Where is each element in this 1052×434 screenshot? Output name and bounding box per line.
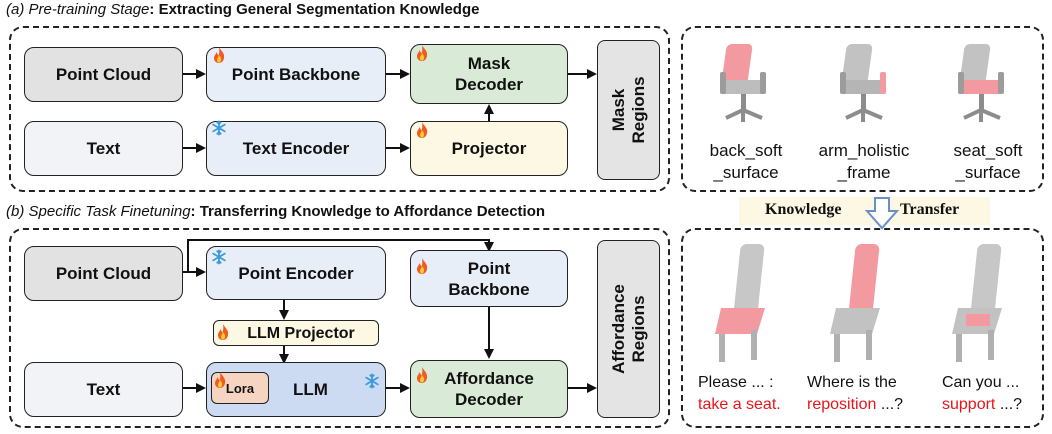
stage-b-title: Transferring Knowledge to Affordance Det… <box>199 203 546 220</box>
snowflake-icon <box>211 248 227 266</box>
stage-b-llm-projector-box: LLM Projector <box>213 320 379 346</box>
stage-a-heading: (a) Pre-training Stage: Extracting Gener… <box>6 1 479 18</box>
stage-a-point-cloud-box: Point Cloud <box>24 47 183 102</box>
stage-b-label: (b) Specific Task Finetuning <box>6 203 191 220</box>
stage-a-text-encoder-box: Text Encoder <box>206 121 386 176</box>
stage-a-text-box: Text <box>24 121 183 176</box>
chair-a-caption-2: arm_holistic_frame <box>818 141 910 182</box>
chairs-b-illustration <box>715 244 1002 362</box>
chair-b-prompt-3: Can you ...support ...? <box>942 374 1023 413</box>
chair-a-caption-3: seat_soft_surface <box>953 141 1023 182</box>
flame-icon <box>414 366 430 384</box>
stage-b-text-box: Text <box>24 362 183 417</box>
transfer-right-label: Transfer <box>900 201 960 218</box>
stage-b-heading: (b) Specific Task Finetuning: Transferri… <box>6 203 545 220</box>
stage-a-sep: : <box>149 1 155 18</box>
chair-b-prompt-1: Please ... :take a seat. <box>698 374 781 413</box>
chairs-a-frame <box>681 26 1044 192</box>
stage-a-label: (a) Pre-training Stage <box>6 1 150 18</box>
snowflake-icon <box>364 372 380 390</box>
transfer-banner <box>739 197 990 225</box>
stage-b-frame <box>9 228 670 428</box>
stage-a-projector-box: Projector <box>410 121 568 176</box>
stage-a-frame <box>9 26 670 192</box>
chair-a-caption-1: back_soft_surface <box>709 141 783 182</box>
down-arrow-icon <box>865 197 899 230</box>
stage-a-point-backbone-box: Point Backbone <box>206 47 386 102</box>
transfer-left-label: Knowledge <box>765 201 842 218</box>
flame-icon <box>414 257 430 275</box>
stage-b-point-cloud-box: Point Cloud <box>24 246 183 301</box>
flame-icon <box>212 371 228 389</box>
chairs-a-illustration <box>720 44 1004 122</box>
stage-b-point-encoder-box: Point Encoder <box>206 246 386 300</box>
stage-b-sep: : <box>190 203 196 220</box>
chairs-b-frame <box>681 228 1044 428</box>
stage-a-title: Extracting General Segmentation Knowledg… <box>158 1 480 18</box>
flame-icon <box>215 323 231 341</box>
